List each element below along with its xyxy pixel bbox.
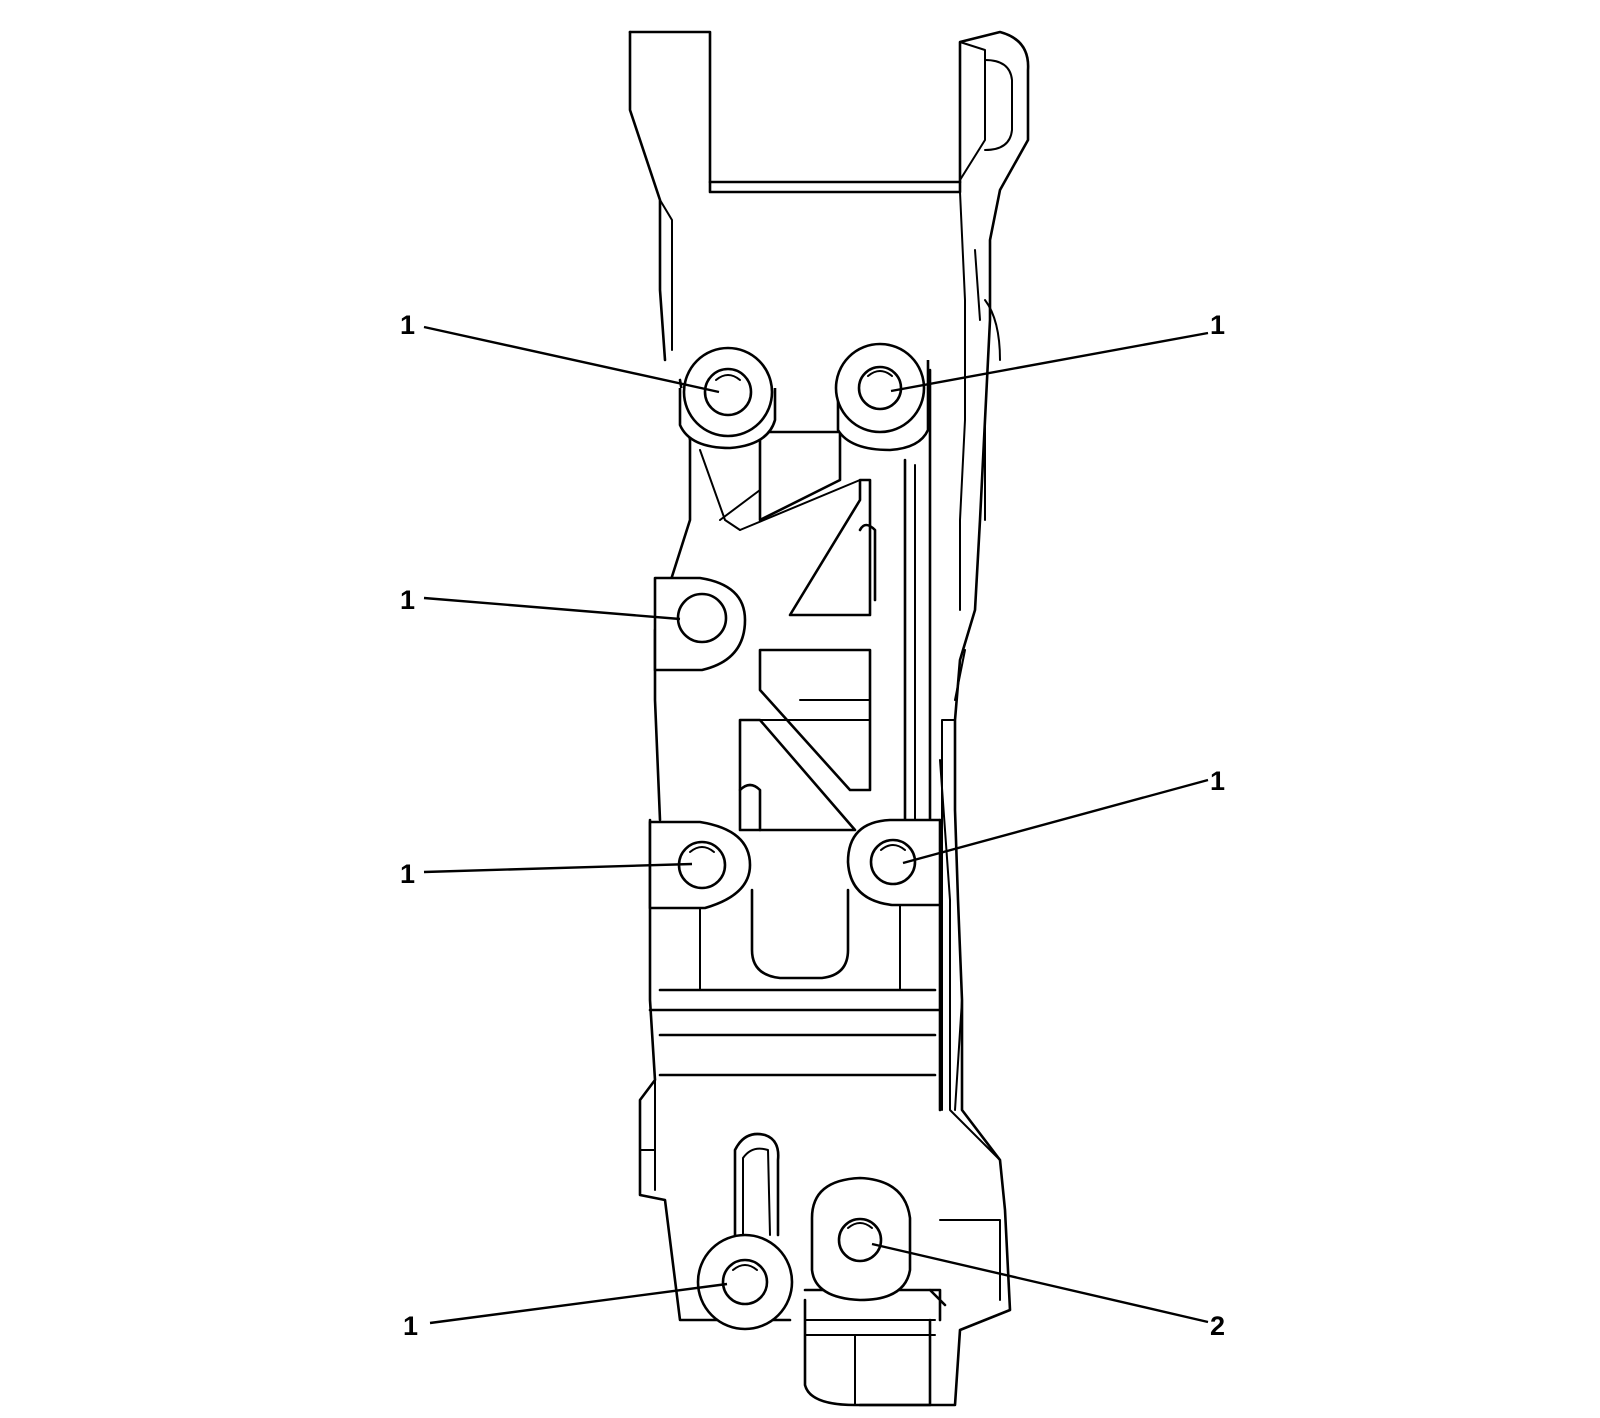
leader-line-bottom-right <box>871 1242 1209 1324</box>
leader-line-upper-right <box>890 331 1209 393</box>
leader-line-lower-left <box>423 862 693 874</box>
leader-line-bottom-left <box>429 1282 728 1325</box>
bottom-right-boss <box>810 1176 912 1302</box>
middle-left-boss <box>653 576 747 672</box>
leader-line-middle-left <box>423 596 681 621</box>
upper-left-boss <box>678 346 777 450</box>
bottom-left-boss <box>696 1233 794 1331</box>
callout-bolt-bottom-left: 1 <box>403 1311 418 1341</box>
callout-bolt-middle-left: 1 <box>400 585 415 615</box>
callout-bolt-lower-left: 1 <box>400 859 415 889</box>
lower-left-boss <box>648 820 752 910</box>
bracket-body <box>628 30 1030 1407</box>
callout-bolt-bottom-right: 2 <box>1210 1311 1225 1341</box>
callout-bolt-lower-right: 1 <box>1210 766 1225 796</box>
callout-bolt-upper-right: 1 <box>1210 310 1225 340</box>
callout-bolt-upper-left: 1 <box>400 310 415 340</box>
leader-line-upper-left <box>423 325 720 394</box>
truss-web <box>653 368 932 832</box>
leader-line-lower-right <box>902 778 1209 865</box>
lower-right-boss <box>846 818 942 907</box>
upper-right-boss <box>834 342 930 452</box>
